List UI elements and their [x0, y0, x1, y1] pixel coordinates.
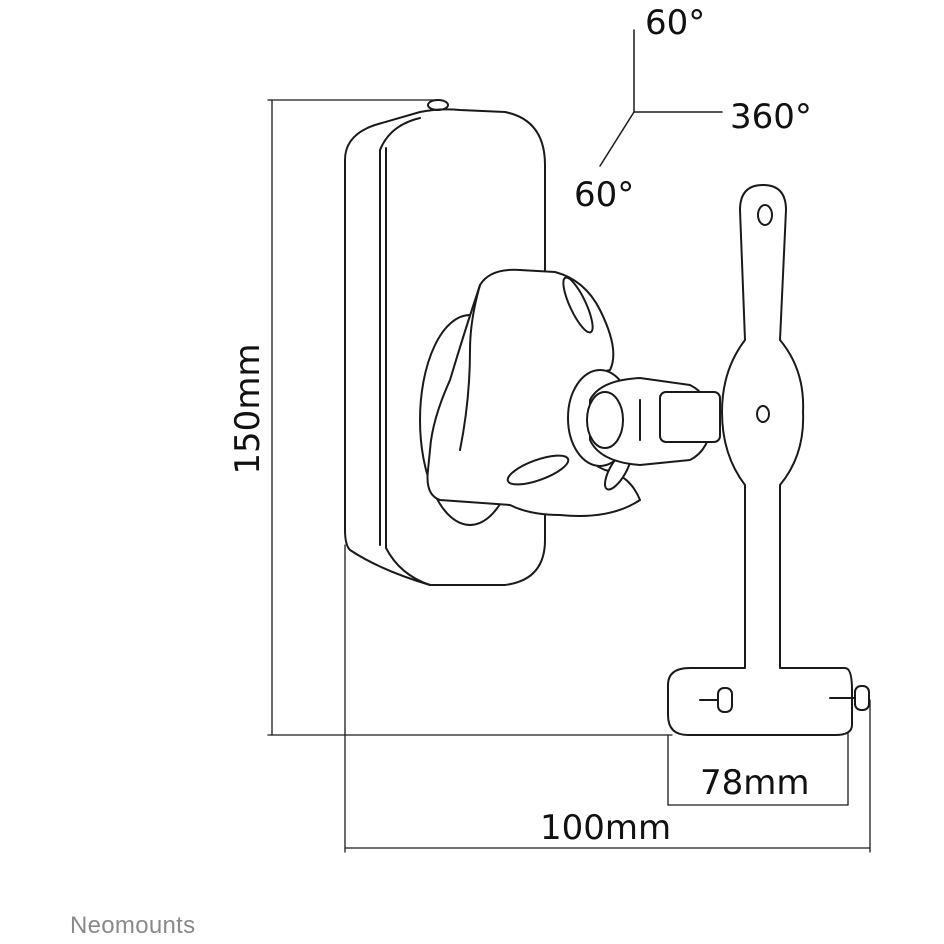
- base-width-dimension-label: 78mm: [700, 763, 810, 803]
- ball-joint: [567, 369, 721, 467]
- tilt-down-angle-label: 60°: [574, 175, 635, 215]
- height-dimension-label: 150mm: [228, 343, 268, 475]
- base-pins: [699, 685, 870, 713]
- tilt-up-angle-label: 60°: [645, 3, 706, 43]
- swivel-angle-label: 360°: [730, 97, 812, 137]
- depth-dimension-label: 100mm: [540, 808, 672, 848]
- brand-logo: Neomounts: [70, 912, 196, 939]
- speaker-body: [344, 99, 546, 586]
- wall-bracket: [667, 184, 870, 736]
- speaker-top-knob: [427, 99, 449, 111]
- dimension-lines: [267, 99, 871, 853]
- swivel-knob: [419, 268, 641, 526]
- rotation-axes-indicator: [599, 29, 723, 167]
